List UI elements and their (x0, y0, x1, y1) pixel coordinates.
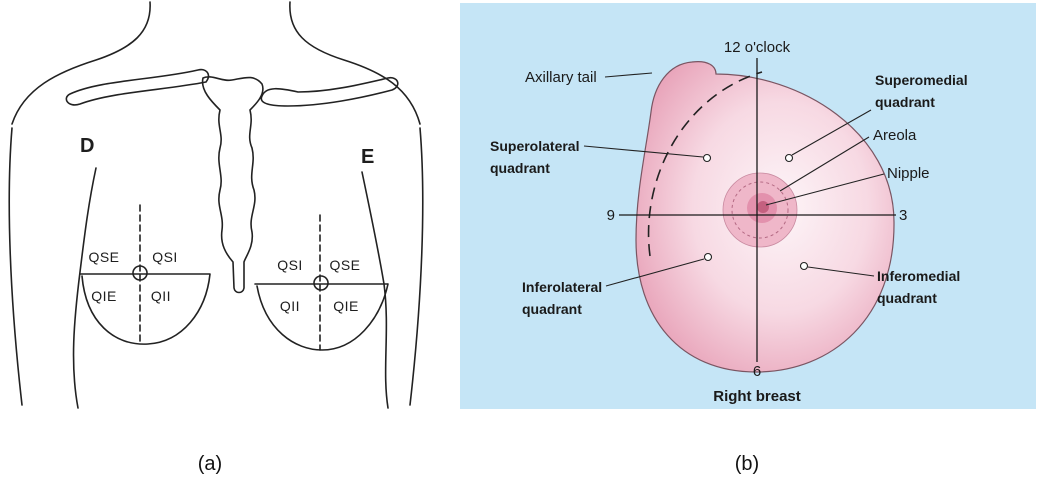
caption-a: (a) (198, 453, 222, 475)
clock-3-label: 3 (899, 207, 907, 224)
right-torso-side (362, 172, 388, 408)
panel-b: 12 o'clock 9 3 6 Axillary tail Superolat… (460, 3, 1036, 475)
inferomedial-label-line1: Inferomedial (877, 268, 960, 284)
panel-a: D E QSE QSI QIE QII QSI QSE QII QIE (a) (9, 2, 423, 475)
sternum (203, 77, 263, 293)
right-nipple-marker (314, 276, 328, 290)
panel-b-title: Right breast (713, 388, 801, 405)
right-quadrant-lower-outer: QIE (333, 298, 359, 314)
left-quadrant-upper-inner: QSI (152, 249, 178, 265)
left-shoulder-outline (12, 2, 150, 124)
inferolateral-label-line2: quadrant (522, 301, 582, 317)
inferolateral-label-line1: Inferolateral (522, 279, 602, 295)
left-clavicle (66, 70, 208, 105)
left-quadrant-lower-inner: QII (151, 288, 171, 304)
superomedial-label-line2: quadrant (875, 94, 935, 110)
areola-label: Areola (873, 127, 917, 144)
superolateral-label-line2: quadrant (490, 160, 550, 176)
clock-12-label: 12 o'clock (724, 39, 791, 56)
left-breast-outline (80, 274, 210, 344)
torso-drawing (9, 2, 423, 408)
right-quadrant-upper-inner: QSI (277, 257, 303, 273)
right-arm-outline (410, 128, 423, 405)
superolateral-marker (704, 155, 711, 162)
nipple-label: Nipple (887, 165, 930, 182)
inferomedial-marker (801, 263, 808, 270)
axillary-tail-label: Axillary tail (525, 69, 597, 86)
left-arm-outline (9, 128, 22, 405)
nipple-circle (757, 201, 769, 213)
left-quadrant-upper-outer: QSE (88, 249, 119, 265)
left-quadrant-lower-outer: QIE (91, 288, 117, 304)
left-breast-diagram: QSE QSI QIE QII (80, 205, 210, 344)
side-label-left: D (80, 135, 94, 157)
inferomedial-label-line2: quadrant (877, 290, 937, 306)
superomedial-marker (786, 155, 793, 162)
right-quadrant-upper-outer: QSE (329, 257, 360, 273)
inferolateral-marker (705, 254, 712, 261)
superomedial-label-line1: Superomedial (875, 72, 968, 88)
clock-6-label: 6 (753, 363, 761, 380)
clock-9-label: 9 (607, 207, 615, 224)
side-label-right: E (361, 146, 374, 168)
right-clavicle (261, 78, 397, 106)
caption-b: (b) (735, 453, 759, 475)
superolateral-label-line1: Superolateral (490, 138, 579, 154)
right-quadrant-lower-inner: QII (280, 298, 300, 314)
right-breast-outline (255, 284, 388, 350)
areola-diagram (723, 173, 797, 247)
right-breast-diagram: QSI QSE QII QIE (255, 215, 388, 350)
